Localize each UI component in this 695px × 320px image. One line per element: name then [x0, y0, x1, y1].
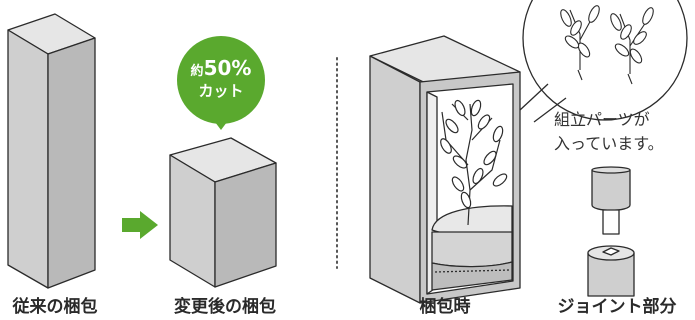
badge-line1: 約50% [182, 58, 260, 78]
caption-after-change: 変更後の梱包 [174, 297, 276, 317]
parts-note-line2: 入っています。 [554, 134, 664, 153]
joint-connector-icon [587, 166, 635, 297]
parts-note: 組立パーツが 入っています。 [554, 108, 664, 156]
caption-joint: ジョイント部分 [557, 297, 677, 317]
tree-icon [440, 99, 508, 226]
caption-when-packed: 梱包時 [419, 297, 471, 317]
badge-prefix: 約 [190, 64, 204, 79]
caption-conventional: 従来の梱包 [12, 297, 98, 317]
parts-note-line1: 組立パーツが [554, 110, 650, 129]
reduction-badge [177, 36, 265, 130]
badge-value: 50% [203, 56, 252, 80]
magnify-bubble [519, 0, 688, 123]
badge-line2: カット [198, 82, 244, 100]
arrow-right-icon [122, 211, 158, 239]
conventional-box [7, 13, 96, 289]
reduced-box [169, 137, 277, 288]
packed-box [369, 35, 521, 304]
